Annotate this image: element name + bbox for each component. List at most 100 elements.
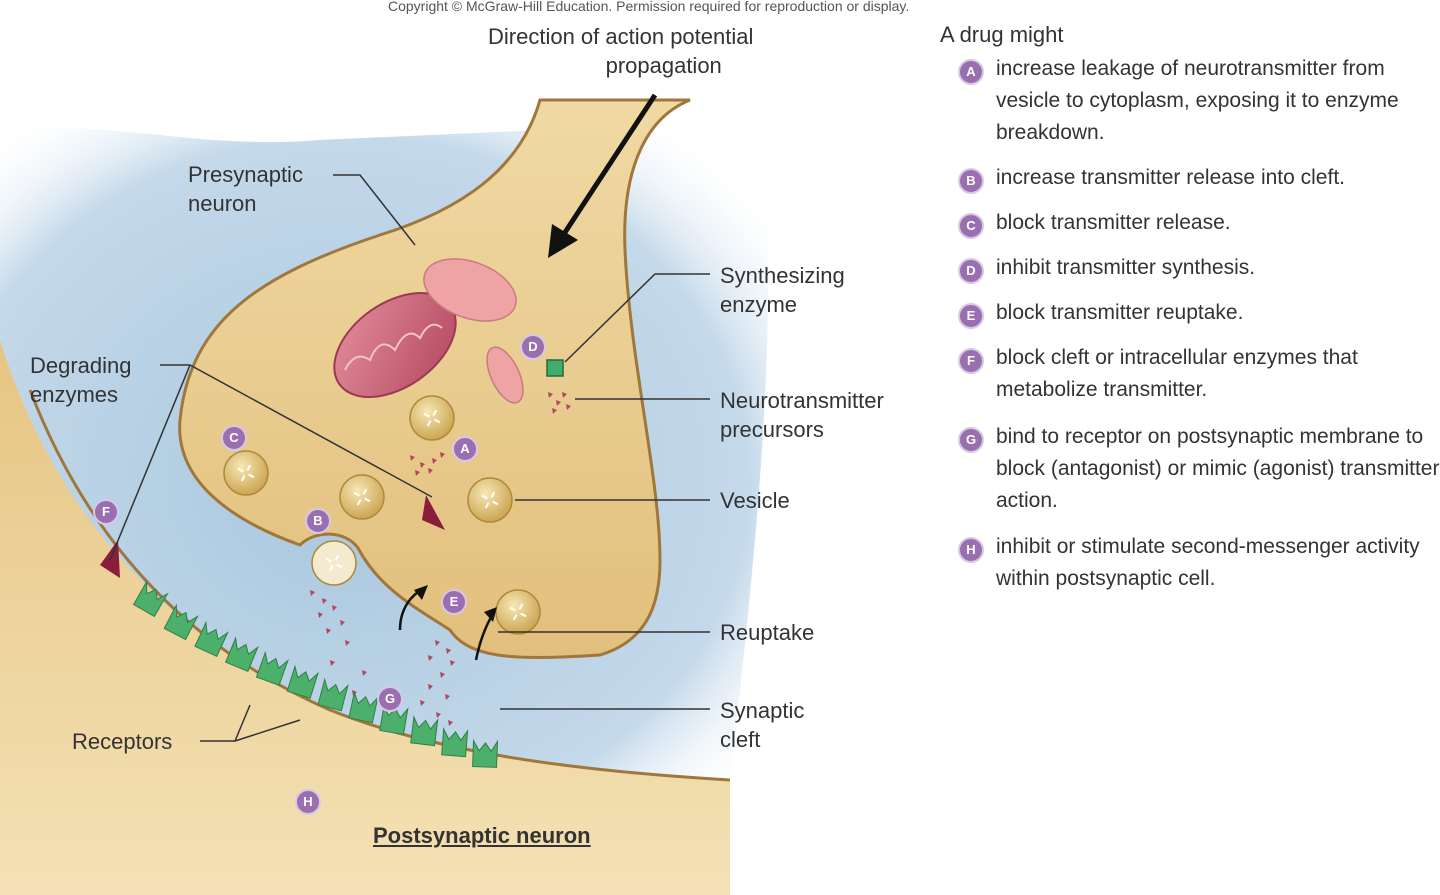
degrading-label-line2: enzymes <box>30 382 119 407</box>
neurotransmitter-dot <box>556 400 561 406</box>
legend-badge-e: E <box>958 303 984 329</box>
legend-badge-f: F <box>958 348 984 374</box>
legend-text-g: bind to receptor on postsynaptic membran… <box>996 425 1440 512</box>
neurotransmitter-dot <box>436 712 441 718</box>
vesicle <box>495 589 541 635</box>
neurotransmitter-dot <box>450 660 455 666</box>
postsynaptic-label: Postsynaptic neuron <box>373 823 591 848</box>
vesicle <box>223 450 269 496</box>
cleft-label-line1: Synaptic <box>720 698 805 723</box>
legend-badge-b: B <box>958 168 984 194</box>
neurotransmitter-dot <box>340 620 345 626</box>
postsynaptic-neuron-body <box>0 340 730 895</box>
legend-badge-g: G <box>958 427 984 453</box>
legend-badge-h: H <box>958 537 984 563</box>
presynaptic-label-line2: neuron <box>188 191 257 216</box>
neurotransmitter-dot <box>330 660 335 666</box>
receptor <box>410 715 439 747</box>
badge-g: G <box>377 686 403 712</box>
synthesizing-enzyme-label: Synthesizing enzyme <box>720 261 845 319</box>
receptor-group <box>132 580 499 768</box>
receptor <box>348 690 379 724</box>
neurotransmitter-dot <box>428 655 433 661</box>
postsynaptic-membrane <box>28 389 731 782</box>
legend-text-d: inhibit transmitter synthesis. <box>996 256 1256 279</box>
neurotransmitter-dot <box>310 590 315 596</box>
neurotransmitter-dot <box>332 605 337 611</box>
legend-text-f: block cleft or intracellular enzymes tha… <box>996 346 1358 401</box>
neurotransmitter-dot <box>410 455 415 461</box>
legend-badge-a: A <box>958 59 984 85</box>
neurotransmitter-dot <box>446 648 451 654</box>
neurotransmitter-dot <box>552 408 557 414</box>
receptor <box>132 580 169 618</box>
badge-d: D <box>520 334 546 360</box>
degrading-enzymes-label: Degrading enzymes <box>30 351 132 409</box>
precursors-label-line2: precursors <box>720 417 824 442</box>
neurotransmitter-dot <box>420 700 425 706</box>
neurotransmitter-dot <box>445 694 450 700</box>
receptor <box>225 636 259 672</box>
mitochondrion-small <box>486 346 524 404</box>
receptor <box>441 727 469 758</box>
receptor <box>472 738 499 768</box>
neurotransmitter-dot <box>548 392 553 398</box>
mitochondrion-large <box>333 291 457 399</box>
receptors-label: Receptors <box>72 729 173 754</box>
neurotransmitter-dot <box>448 720 453 726</box>
vesicle <box>409 395 455 441</box>
neurotransmitter-dot <box>420 462 425 468</box>
cleft-label-line2: cleft <box>720 727 761 752</box>
neurotransmitter-dot <box>440 452 445 458</box>
direction-label: Direction of action potential propagatio… <box>488 22 753 80</box>
neurotransmitter-dot <box>428 684 433 690</box>
vesicle <box>467 477 513 523</box>
synthesizing-enzyme <box>546 359 564 377</box>
legend-title: A drug might <box>940 22 1064 47</box>
neurotransmitter-dot <box>562 392 567 398</box>
neurotransmitter-dot <box>415 470 420 476</box>
neurotransmitter-dots <box>310 392 571 726</box>
mitochondrion-top <box>423 258 517 322</box>
badge-f: F <box>93 499 119 525</box>
legend-badge-d: D <box>958 258 984 284</box>
vesicle-group <box>223 395 541 635</box>
receptor <box>286 664 319 699</box>
badge-e: E <box>441 589 467 615</box>
leader-lines <box>109 174 710 742</box>
synthesizing-label-line1: Synthesizing <box>720 263 845 288</box>
receptor <box>255 650 289 686</box>
badge-h: H <box>295 789 321 815</box>
neurotransmitter-dot <box>432 458 437 464</box>
legend-text-e: block transmitter reuptake. <box>996 301 1244 324</box>
receptor <box>194 620 229 657</box>
vesicle <box>339 474 385 520</box>
reuptake-label: Reuptake <box>720 620 815 645</box>
receptor <box>163 603 199 641</box>
vesicle-label: Vesicle <box>720 488 790 513</box>
neurotransmitter-dot <box>435 640 440 646</box>
direction-label-line1: Direction of action potential <box>488 24 754 49</box>
neurotransmitter-dot <box>345 640 350 646</box>
direction-label-line2: propagation <box>605 53 722 78</box>
neurotransmitter-dot <box>428 468 433 474</box>
receptor <box>317 677 349 712</box>
legend-badge-c: C <box>958 213 984 239</box>
legend-text-c: block transmitter release. <box>996 211 1231 234</box>
badge-c: C <box>221 425 247 451</box>
legend-text-b: increase transmitter release into cleft. <box>996 166 1345 189</box>
degrading-label-line1: Degrading <box>30 353 132 378</box>
neurotransmitter-dot <box>440 672 445 678</box>
presynaptic-label-line1: Presynaptic <box>188 162 303 187</box>
neurotransmitter-dot <box>362 670 367 676</box>
precursors-label: Neurotransmitter precursors <box>720 386 884 444</box>
legend-text-h: inhibit or stimulate second-messenger ac… <box>996 535 1420 590</box>
vesicle <box>311 540 357 586</box>
badge-b: B <box>305 508 331 534</box>
receptor <box>379 702 409 736</box>
presynaptic-label: Presynaptic neuron <box>188 160 303 218</box>
neurotransmitter-dot <box>318 612 323 618</box>
neurotransmitter-dot <box>326 628 331 634</box>
